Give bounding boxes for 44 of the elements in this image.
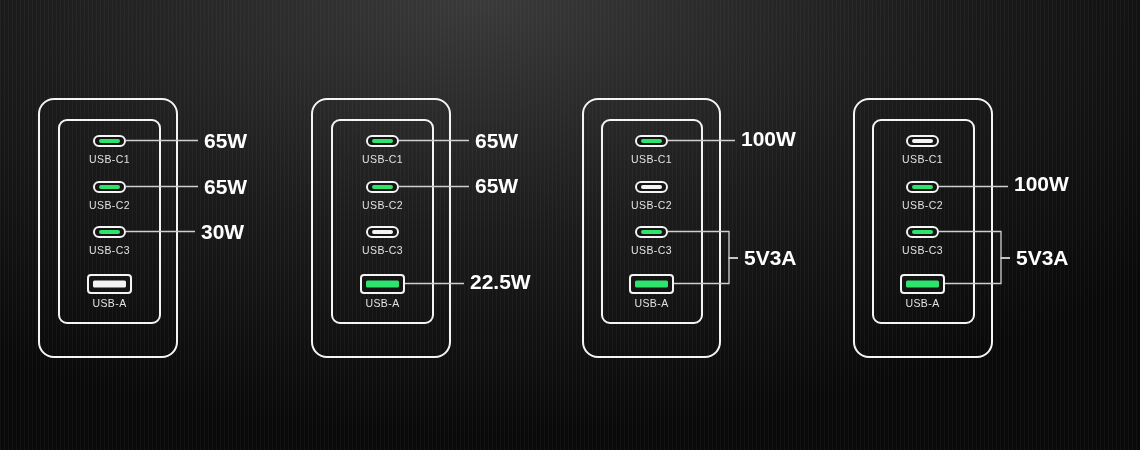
power-label: 5V3A [744, 247, 797, 269]
leader-line [673, 257, 739, 285]
port-label: USB-C2 [902, 198, 943, 211]
leader-line [398, 185, 470, 188]
charger-body [853, 98, 993, 358]
port-label: USB-A [634, 296, 669, 309]
power-label: 65W [475, 175, 519, 197]
port-label: USB-C1 [89, 152, 130, 165]
port-label: USB-C1 [902, 152, 943, 165]
power-label: 100W [741, 128, 796, 150]
power-label: 30W [201, 221, 245, 243]
port-label: USB-C3 [89, 243, 130, 256]
port-label: USB-C1 [631, 152, 672, 165]
port-label: USB-C3 [362, 243, 403, 256]
leader-line [938, 185, 1009, 188]
port-panel [57, 118, 161, 324]
power-label: 65W [204, 130, 248, 152]
port-label: USB-C2 [89, 198, 130, 211]
power-label: 65W [475, 130, 519, 152]
port-panel [330, 118, 434, 324]
charger-body [311, 98, 451, 358]
port-label: USB-C2 [631, 198, 672, 211]
port-label: USB-A [92, 296, 127, 309]
power-label: 5V3A [1016, 247, 1069, 269]
power-label: 100W [1014, 173, 1069, 195]
leader-line [404, 282, 465, 285]
port-label: USB-A [905, 296, 940, 309]
leader-line [667, 139, 736, 142]
port-panel [600, 118, 703, 324]
port-label: USB-C3 [902, 243, 943, 256]
charger-body [582, 98, 721, 358]
port-label: USB-C3 [631, 243, 672, 256]
leader-line [398, 139, 470, 142]
leader-line [125, 230, 196, 233]
port-label: USB-C1 [362, 152, 403, 165]
leader-line [125, 185, 199, 188]
leader-line [125, 139, 199, 142]
port-label: USB-A [365, 296, 400, 309]
power-label: 22.5W [470, 271, 531, 293]
power-label: 65W [204, 176, 248, 198]
port-panel [871, 118, 975, 324]
leader-line [944, 257, 1011, 285]
port-label: USB-C2 [362, 198, 403, 211]
charger-body [38, 98, 178, 358]
